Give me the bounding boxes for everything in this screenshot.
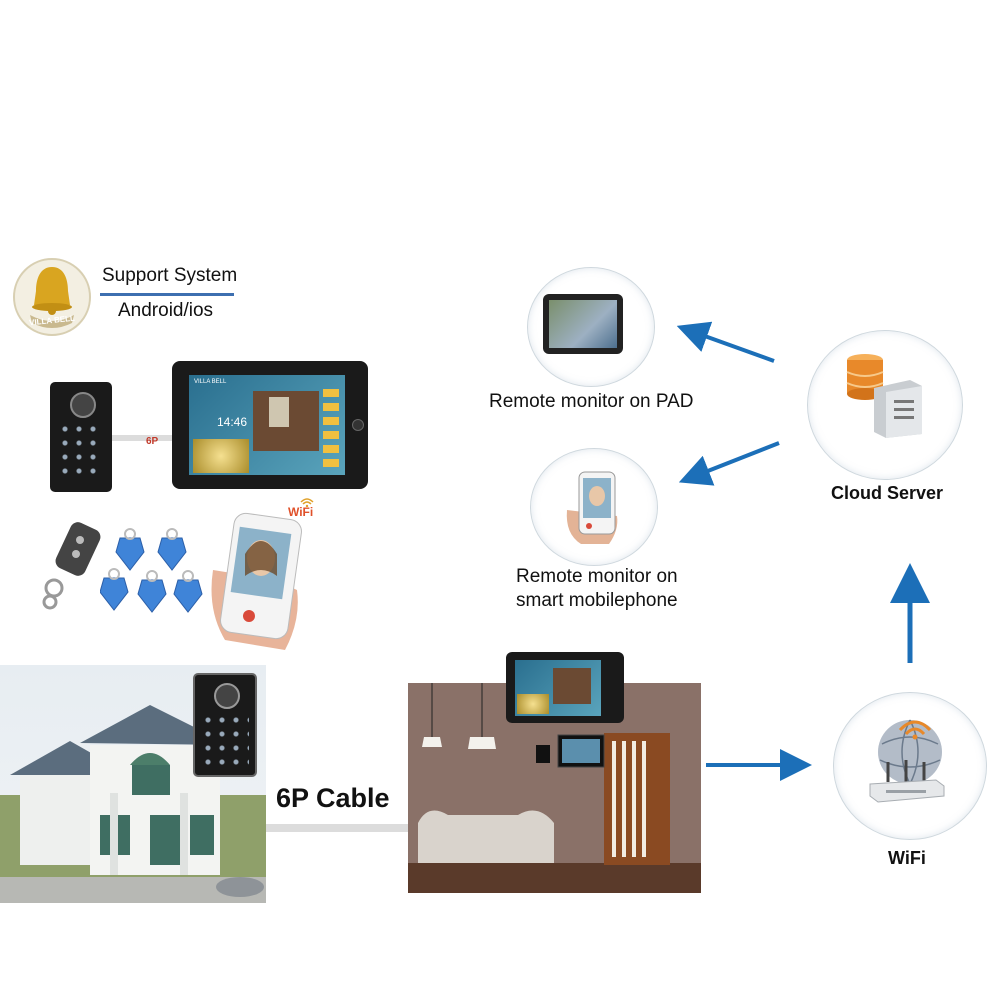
cable-6p-label: 6P Cable xyxy=(276,783,390,813)
door-station-small xyxy=(50,382,112,492)
remote-control xyxy=(40,522,106,612)
tablet-device xyxy=(543,294,623,354)
indoor-monitor: VILLA BELL 14:46 xyxy=(172,361,368,489)
hand-with-smartphone xyxy=(205,510,305,652)
support-platforms: Android/ios xyxy=(118,300,214,321)
monitor-screen: VILLA BELL 14:46 xyxy=(189,375,345,475)
rfid-keyfobs xyxy=(99,528,210,628)
cable-6p-small-label: 6P xyxy=(146,436,159,447)
cloud-server-label: Cloud Server xyxy=(831,483,944,503)
support-divider xyxy=(100,293,234,296)
smartphone-device xyxy=(565,470,625,546)
monitor-brand: VILLA BELL xyxy=(194,379,227,385)
living-room-photo xyxy=(408,683,701,893)
globe-icon xyxy=(870,716,950,786)
wifi-label: WiFi xyxy=(888,848,926,868)
cable-6p-short xyxy=(112,435,174,441)
villa-bell-logo xyxy=(12,257,92,337)
wifi-signal-icon xyxy=(300,494,314,508)
cable-6p-long xyxy=(266,824,408,832)
arrow-cloud-to-phone xyxy=(678,441,780,486)
server-icon xyxy=(870,376,924,438)
bell-icon xyxy=(13,258,91,336)
door-station-large xyxy=(193,673,257,777)
indoor-monitor-room xyxy=(506,652,624,723)
phone-label-line2: smart mobilephone xyxy=(516,590,678,611)
monitor-time: 14:46 xyxy=(217,415,248,429)
pad-label: Remote monitor on PAD xyxy=(489,391,694,412)
support-system-title: Support System xyxy=(102,265,238,286)
router-icon xyxy=(866,760,946,804)
wifi-badge: WiFi xyxy=(288,505,314,519)
arrow-cloud-to-pad xyxy=(676,321,775,363)
phone-label-line1: Remote monitor on xyxy=(516,566,678,587)
wifi-signal-orange-icon xyxy=(898,716,932,740)
